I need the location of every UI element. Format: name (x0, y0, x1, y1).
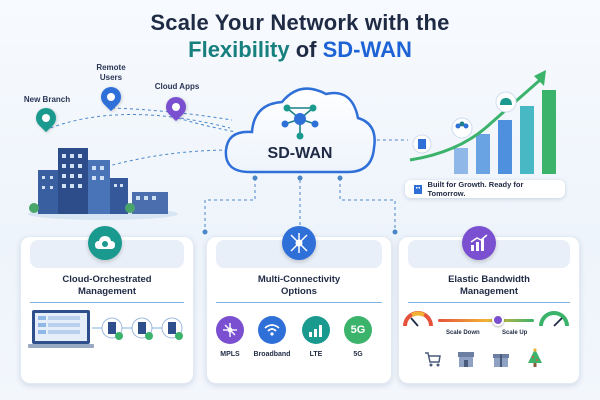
lte-label: LTE (309, 351, 323, 358)
growth-banner-text: Built for Growth. Ready for Tomorrow. (427, 180, 524, 198)
broadband-wifi-icon (258, 316, 286, 344)
remote-users-label: Remote Users (96, 63, 126, 82)
line-buildings-to-cloud (94, 149, 233, 171)
connectivity-hub-icon (282, 226, 316, 260)
page-title-line1: Scale Your Network with the (150, 10, 450, 35)
shopping-cart-icon (425, 352, 441, 367)
broadband-label: Broadband (253, 351, 291, 358)
growth-illustration (409, 70, 556, 174)
panel-bandwidth-divider (408, 302, 570, 303)
network-hub-icon (281, 104, 319, 140)
mpls-hub-icon (216, 316, 244, 344)
bandwidth-chart-icon (462, 226, 496, 260)
line-cloud-to-panel1 (204, 178, 256, 232)
new-branch-label: New Branch (23, 95, 71, 104)
panel-cloud-title: Cloud-Orchestrated Management (62, 274, 152, 297)
mpls-label: MPLS (220, 351, 240, 358)
growth-banner: Built for Growth. Ready for Tomorrow. (405, 180, 565, 198)
bandwidth-slider-handle[interactable] (492, 314, 504, 326)
gauge-low-icon (403, 311, 433, 327)
5g-badge-icon: 5G (344, 316, 372, 344)
scale-up-label: Scale Up (502, 330, 528, 336)
panel-connectivity-divider (216, 302, 382, 303)
lte-signal-icon (302, 316, 330, 344)
panel-connectivity-title: Multi-Connectivity Options (257, 274, 341, 297)
cloud-apps-label: Cloud Apps (154, 82, 200, 91)
title-word-sdwan: SD-WAN (322, 37, 412, 62)
sdwan-label: SD-WAN (267, 145, 333, 162)
laptop-devices-illustration (28, 310, 183, 348)
title-word-flexibility: Flexibility (188, 37, 290, 62)
page-title-line2: Flexibility of SD-WAN (0, 37, 600, 63)
christmas-tree-icon (528, 348, 542, 367)
gauge-high-icon (539, 311, 569, 327)
city-buildings-illustration (28, 148, 178, 220)
5g-label: 5G (353, 351, 363, 358)
line-users-to-cloud (111, 107, 233, 121)
panel-bandwidth-title: Elastic Bandwidth Management (448, 274, 530, 297)
title-word-of: of (289, 37, 323, 62)
line-cloud-to-panel3 (339, 178, 396, 232)
panel-cloud-divider (30, 302, 184, 303)
scale-down-label: Scale Down (446, 330, 480, 336)
building-icon (414, 185, 422, 194)
bandwidth-slider-track[interactable] (438, 319, 534, 322)
line-branch-to-cloud (44, 114, 231, 131)
store-icon (458, 352, 474, 367)
line-apps-to-cloud (177, 117, 237, 133)
cloud-gear-icon (88, 226, 122, 260)
gift-icon (493, 354, 509, 367)
